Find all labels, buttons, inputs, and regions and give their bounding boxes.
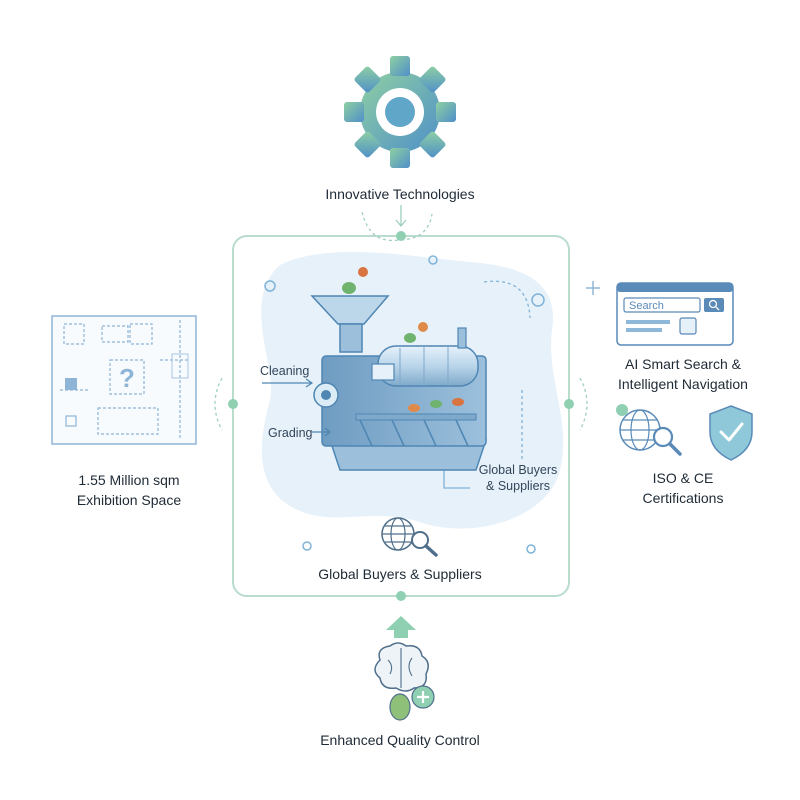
certifications-line1: ISO & CE: [652, 470, 714, 486]
global-buyers-machine-line1: Global Buyers: [478, 463, 558, 477]
exhibition-space-line2: Exhibition Space: [76, 492, 182, 508]
certifications-label: ISO & CE Certifications: [598, 468, 768, 508]
grading-label: Grading: [268, 426, 313, 440]
global-buyers-machine-label: Global Buyers & Suppliers: [468, 462, 568, 494]
ai-search-label: AI Smart Search & Intelligent Navigation: [598, 354, 768, 394]
grading-arrow: [312, 427, 331, 437]
decor-circle: [302, 541, 312, 551]
arrow-down-top: [395, 205, 407, 228]
search-placeholder-text: Search: [629, 300, 664, 312]
connector-dot-left: [228, 399, 238, 409]
machine-illustration: [310, 267, 488, 471]
decor-circle: [526, 544, 536, 554]
dashed-arc-top: [361, 211, 433, 242]
decor-circle: [264, 280, 276, 292]
shield-check-icon: [709, 405, 753, 461]
ai-search-line1: AI Smart Search &: [625, 356, 741, 372]
global-buyers-label: Global Buyers & Suppliers: [318, 566, 482, 582]
gear-icon: [344, 56, 456, 168]
connector-dot-top: [396, 231, 406, 241]
bracket-line: [443, 465, 470, 489]
cleaning-label: Cleaning: [260, 364, 310, 378]
dashed-arrow-inner: [483, 280, 531, 319]
brain-bean-icon: [374, 642, 435, 721]
cleaning-arrow: [262, 378, 314, 388]
browser-search-icon: [616, 282, 734, 346]
plus-icon: [586, 281, 600, 295]
exhibition-space-label: 1.55 Million sqm Exhibition Space: [44, 470, 214, 510]
exhibition-space-line1: 1.55 Million sqm: [78, 472, 180, 488]
connector-dot-right: [564, 399, 574, 409]
globe-search-icon: [381, 517, 438, 557]
innovative-technologies-label: Innovative Technologies: [325, 186, 475, 202]
floor-plan-icon: ?: [51, 315, 197, 445]
quality-control-label: Enhanced Quality Control: [320, 732, 480, 748]
certifications-line2: Certifications: [642, 490, 724, 506]
decor-circle: [428, 255, 438, 265]
connector-dot-bottom: [396, 591, 406, 601]
decor-circle: [531, 293, 545, 307]
global-buyers-machine-line2: & Suppliers: [486, 479, 550, 493]
up-arrow-icon: [386, 616, 416, 638]
ai-search-line2: Intelligent Navigation: [618, 376, 748, 392]
dashed-arc-right: [579, 377, 588, 431]
dashed-arc-left: [214, 377, 223, 431]
globe-magnifier-icon: [616, 404, 682, 456]
svg-text:?: ?: [119, 363, 135, 393]
